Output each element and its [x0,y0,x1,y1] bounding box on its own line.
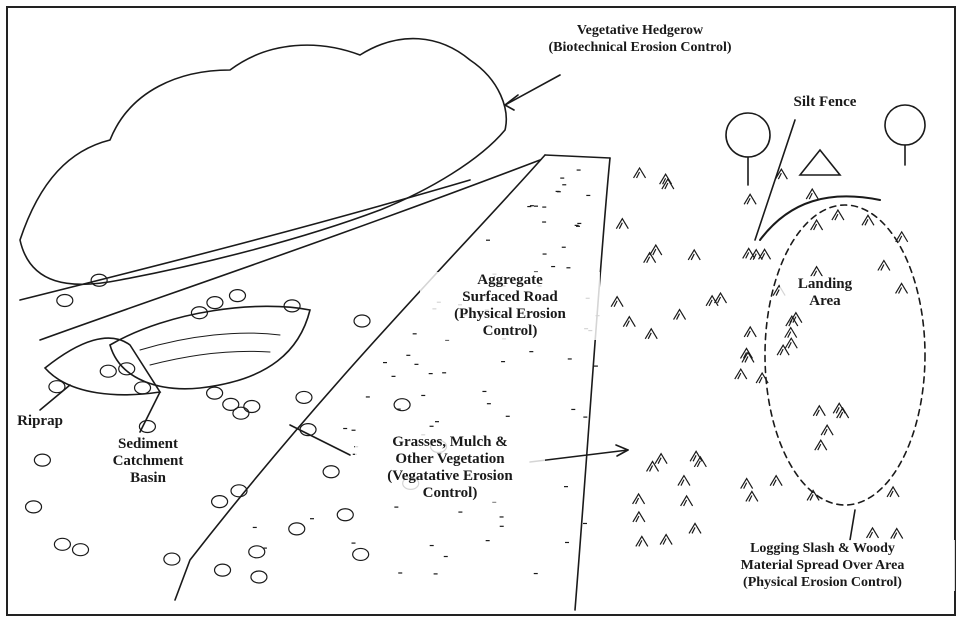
sediment-basin [110,306,310,388]
grass-tuft [815,440,827,450]
label-vegetative-hedgerow: Vegetative Hedgerow (Biotechnical Erosio… [490,22,790,56]
shrub-mark [207,387,223,399]
shrub-mark [57,295,73,307]
grass-tuft [832,210,844,220]
road-top-edge [545,155,610,158]
shrub-mark [284,300,300,312]
shrub-mark [353,548,369,560]
grass-tuft [633,512,645,522]
sediment-arrow [140,392,160,432]
shrub-mark [354,315,370,327]
shrub-mark [26,501,42,513]
grass-tuft [777,345,789,355]
shrub-mark [49,381,65,393]
grass-tuft [887,487,899,497]
shrub-mark [100,365,116,377]
grass-tuft [862,215,874,225]
hedgerow-arrow [505,75,560,105]
shrub-mark [215,564,231,576]
shrub-mark [337,509,353,521]
shrub-mark [212,496,228,508]
grass-tuft [746,491,758,501]
label-grasses-mulch: Grasses, Mulch & Other Vegetation (Vegat… [355,434,545,502]
grass-tuft [633,494,645,504]
shrub-mark [296,391,312,403]
grass-tuft [634,168,646,178]
shrub-mark [394,399,410,411]
shrub-mark [73,544,89,556]
grass-tuft [744,194,756,204]
grass-tuft [743,248,755,258]
slash-arrow [850,510,855,540]
grass-tuft [806,189,818,199]
label-riprap: Riprap [10,413,70,430]
grass-tuft [611,297,623,307]
grass-tuft [759,249,771,259]
hedgerow-canopy [20,39,506,285]
shrub-mark [207,297,223,309]
road-left-edge [175,155,545,600]
grass-tuft [821,425,833,435]
shrub-mark [119,363,135,375]
grass-tuft [688,250,700,260]
grass-tuft [785,328,797,338]
grass-tuft [616,219,628,229]
grass-tuft [662,179,674,189]
road-right-edge [575,158,610,610]
bank-line-2 [20,180,470,300]
grass-tuft [811,220,823,230]
grass-tuft [636,536,648,546]
grass-tuft [715,293,727,303]
grass-tuft [674,310,686,320]
grass-tuft [645,329,657,339]
grass-tuft [744,327,756,337]
grass-tuft [650,245,662,255]
label-sediment-basin: Sediment Catchment Basin [88,436,208,487]
grass-tuft [891,529,903,539]
shrub-mark [164,553,180,565]
shrub-mark [289,523,305,535]
shrub-mark [34,454,50,466]
silt-fence [760,196,880,240]
riprap-arrow [40,385,70,410]
grass-tuft [681,496,693,506]
grasses-arrow-left [290,425,350,455]
grass-tuft [623,317,635,327]
shrub-mark [249,546,265,558]
shrub-mark [135,382,151,394]
shrub-mark [251,571,267,583]
shrub-mark [233,407,249,419]
grass-tuft [878,260,890,270]
grass-tuft [689,523,701,533]
grass-tuft [678,476,690,486]
grass-tuft [785,338,797,348]
grass-tuft [647,461,659,471]
shrub-mark [139,420,155,432]
grass-tuft [741,479,753,489]
grass-tuft [660,535,672,545]
shrub-mark [323,466,339,478]
label-aggregate-road: Aggregate Surfaced Road (Physical Erosio… [420,272,600,340]
grass-tuft [770,476,782,486]
grass-tuft [896,283,908,293]
grass-tuft [655,454,667,464]
grass-tuft [813,406,825,416]
shrub-mark [244,400,260,412]
shrub-mark [54,538,70,550]
shrub-mark [229,290,245,302]
label-silt-fence: Silt Fence [770,94,880,111]
label-landing-area: Landing Area [780,276,870,310]
grass-tuft [735,369,747,379]
label-logging-slash: Logging Slash & Woody Material Spread Ov… [690,540,955,591]
grass-tuft [867,528,879,538]
